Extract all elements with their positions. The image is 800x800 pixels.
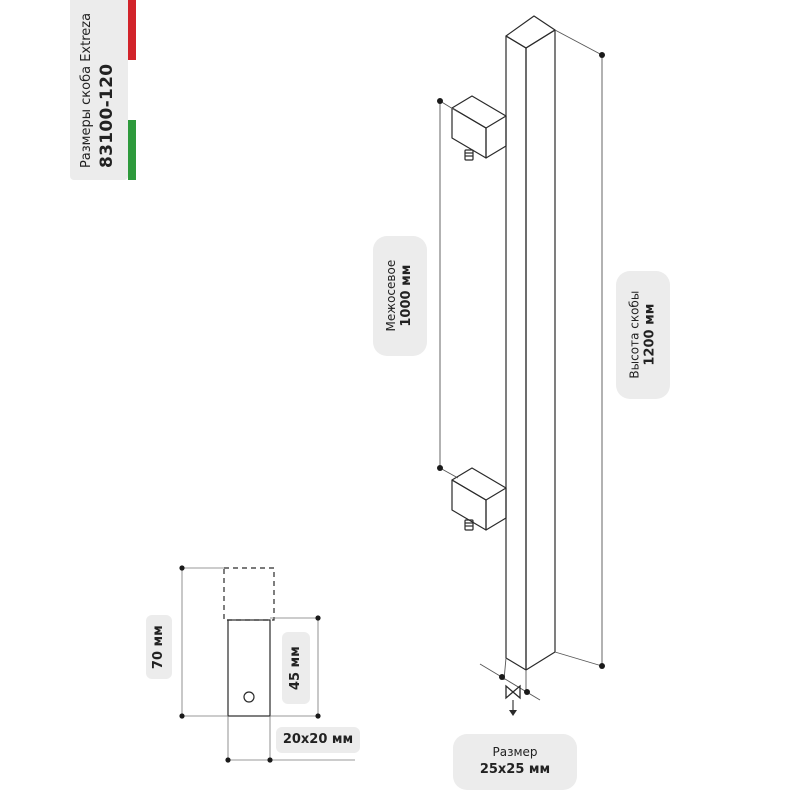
center-distance-dimension (437, 98, 459, 479)
standoff-body (227, 619, 271, 717)
bar-top-face (505, 15, 556, 49)
dimension-dot (437, 98, 443, 104)
dimension-dot (524, 689, 530, 695)
dimension-dot (437, 465, 443, 471)
profile-size-dimension (479, 657, 541, 701)
profile-size-value: 25х25 мм (479, 762, 551, 778)
handle-height-dimension (554, 29, 605, 669)
lower-screw-icon (464, 519, 474, 531)
center-distance-name: Межосевое (384, 260, 399, 332)
dimension-dot (499, 674, 505, 680)
flag-white-band (128, 60, 136, 120)
handle-height-value: 1200 мм (642, 304, 658, 366)
center-distance-value: 1000 мм (399, 265, 415, 327)
standoff-section-label: 20х20 мм (276, 727, 360, 753)
dimension-dot (599, 663, 605, 669)
standoff-section-value: 20х20 мм (282, 731, 354, 747)
standoff-detail (223, 567, 275, 717)
flag-red-band (128, 0, 136, 60)
upper-screw-icon (464, 149, 474, 161)
profile-size-label: Размер 25х25 мм (453, 734, 577, 790)
standoff-hidden-part (223, 567, 275, 621)
upper-standoff-side (485, 116, 507, 159)
bowtie-section-icon (505, 684, 521, 700)
standoff-visible-value: 45 мм (287, 646, 303, 690)
handle-height-name: Высота скобы (627, 291, 642, 379)
dimension-dot (599, 52, 605, 58)
standoff-dimensions (179, 565, 355, 763)
lower-standoff-side (485, 488, 507, 531)
bar-side-face (525, 29, 556, 671)
arrow-down-icon (509, 700, 517, 716)
standoff-height-value: 70 мм (150, 625, 166, 669)
standoff-hole (243, 691, 255, 703)
profile-size-name: Размер (492, 744, 538, 759)
bar-front-face (505, 35, 527, 671)
center-distance-label: Межосевое 1000 мм (373, 236, 427, 356)
standoff-visible-label: 45 мм (282, 632, 310, 704)
handle-height-label: Высота скобы 1200 мм (616, 271, 670, 399)
italian-flag-stripe (128, 0, 136, 180)
title-tab: Размеры скоба Extreza 83100-120 (70, 0, 128, 180)
standoff-height-label: 70 мм (146, 615, 172, 679)
flag-green-band (128, 120, 136, 180)
